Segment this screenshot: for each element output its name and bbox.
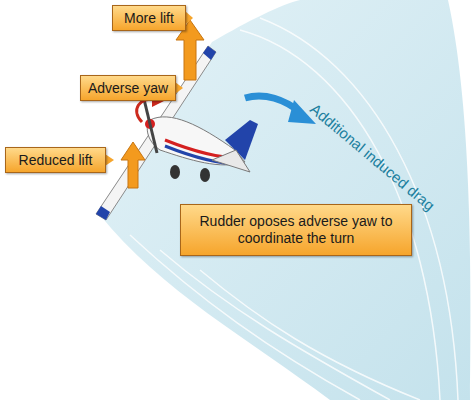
callout-box: Adverse yaw — [80, 75, 176, 101]
callout-pointer — [175, 82, 183, 94]
stabilizer — [212, 150, 250, 172]
callout-box: Rudder oposes adverse yaw to coordinate … — [180, 204, 412, 256]
wake-band — [100, 0, 471, 400]
wingtip — [96, 206, 110, 220]
wake-streaks — [130, 18, 458, 400]
callout-text: Reduced lift — [19, 152, 93, 169]
wingtip — [203, 46, 216, 60]
wheel — [200, 168, 210, 182]
reduced-lift-arrow — [121, 142, 145, 188]
callout-text: More lift — [124, 10, 174, 27]
callout-box: Reduced lift — [5, 147, 106, 173]
callout-text: Rudder oposes adverse yaw to coordinate … — [197, 213, 395, 247]
callout-text: Adverse yaw — [88, 80, 168, 97]
wheel — [170, 165, 180, 179]
callout-box: More lift — [112, 5, 186, 31]
callout-pointer — [105, 154, 114, 166]
callout-pointer — [185, 11, 193, 25]
